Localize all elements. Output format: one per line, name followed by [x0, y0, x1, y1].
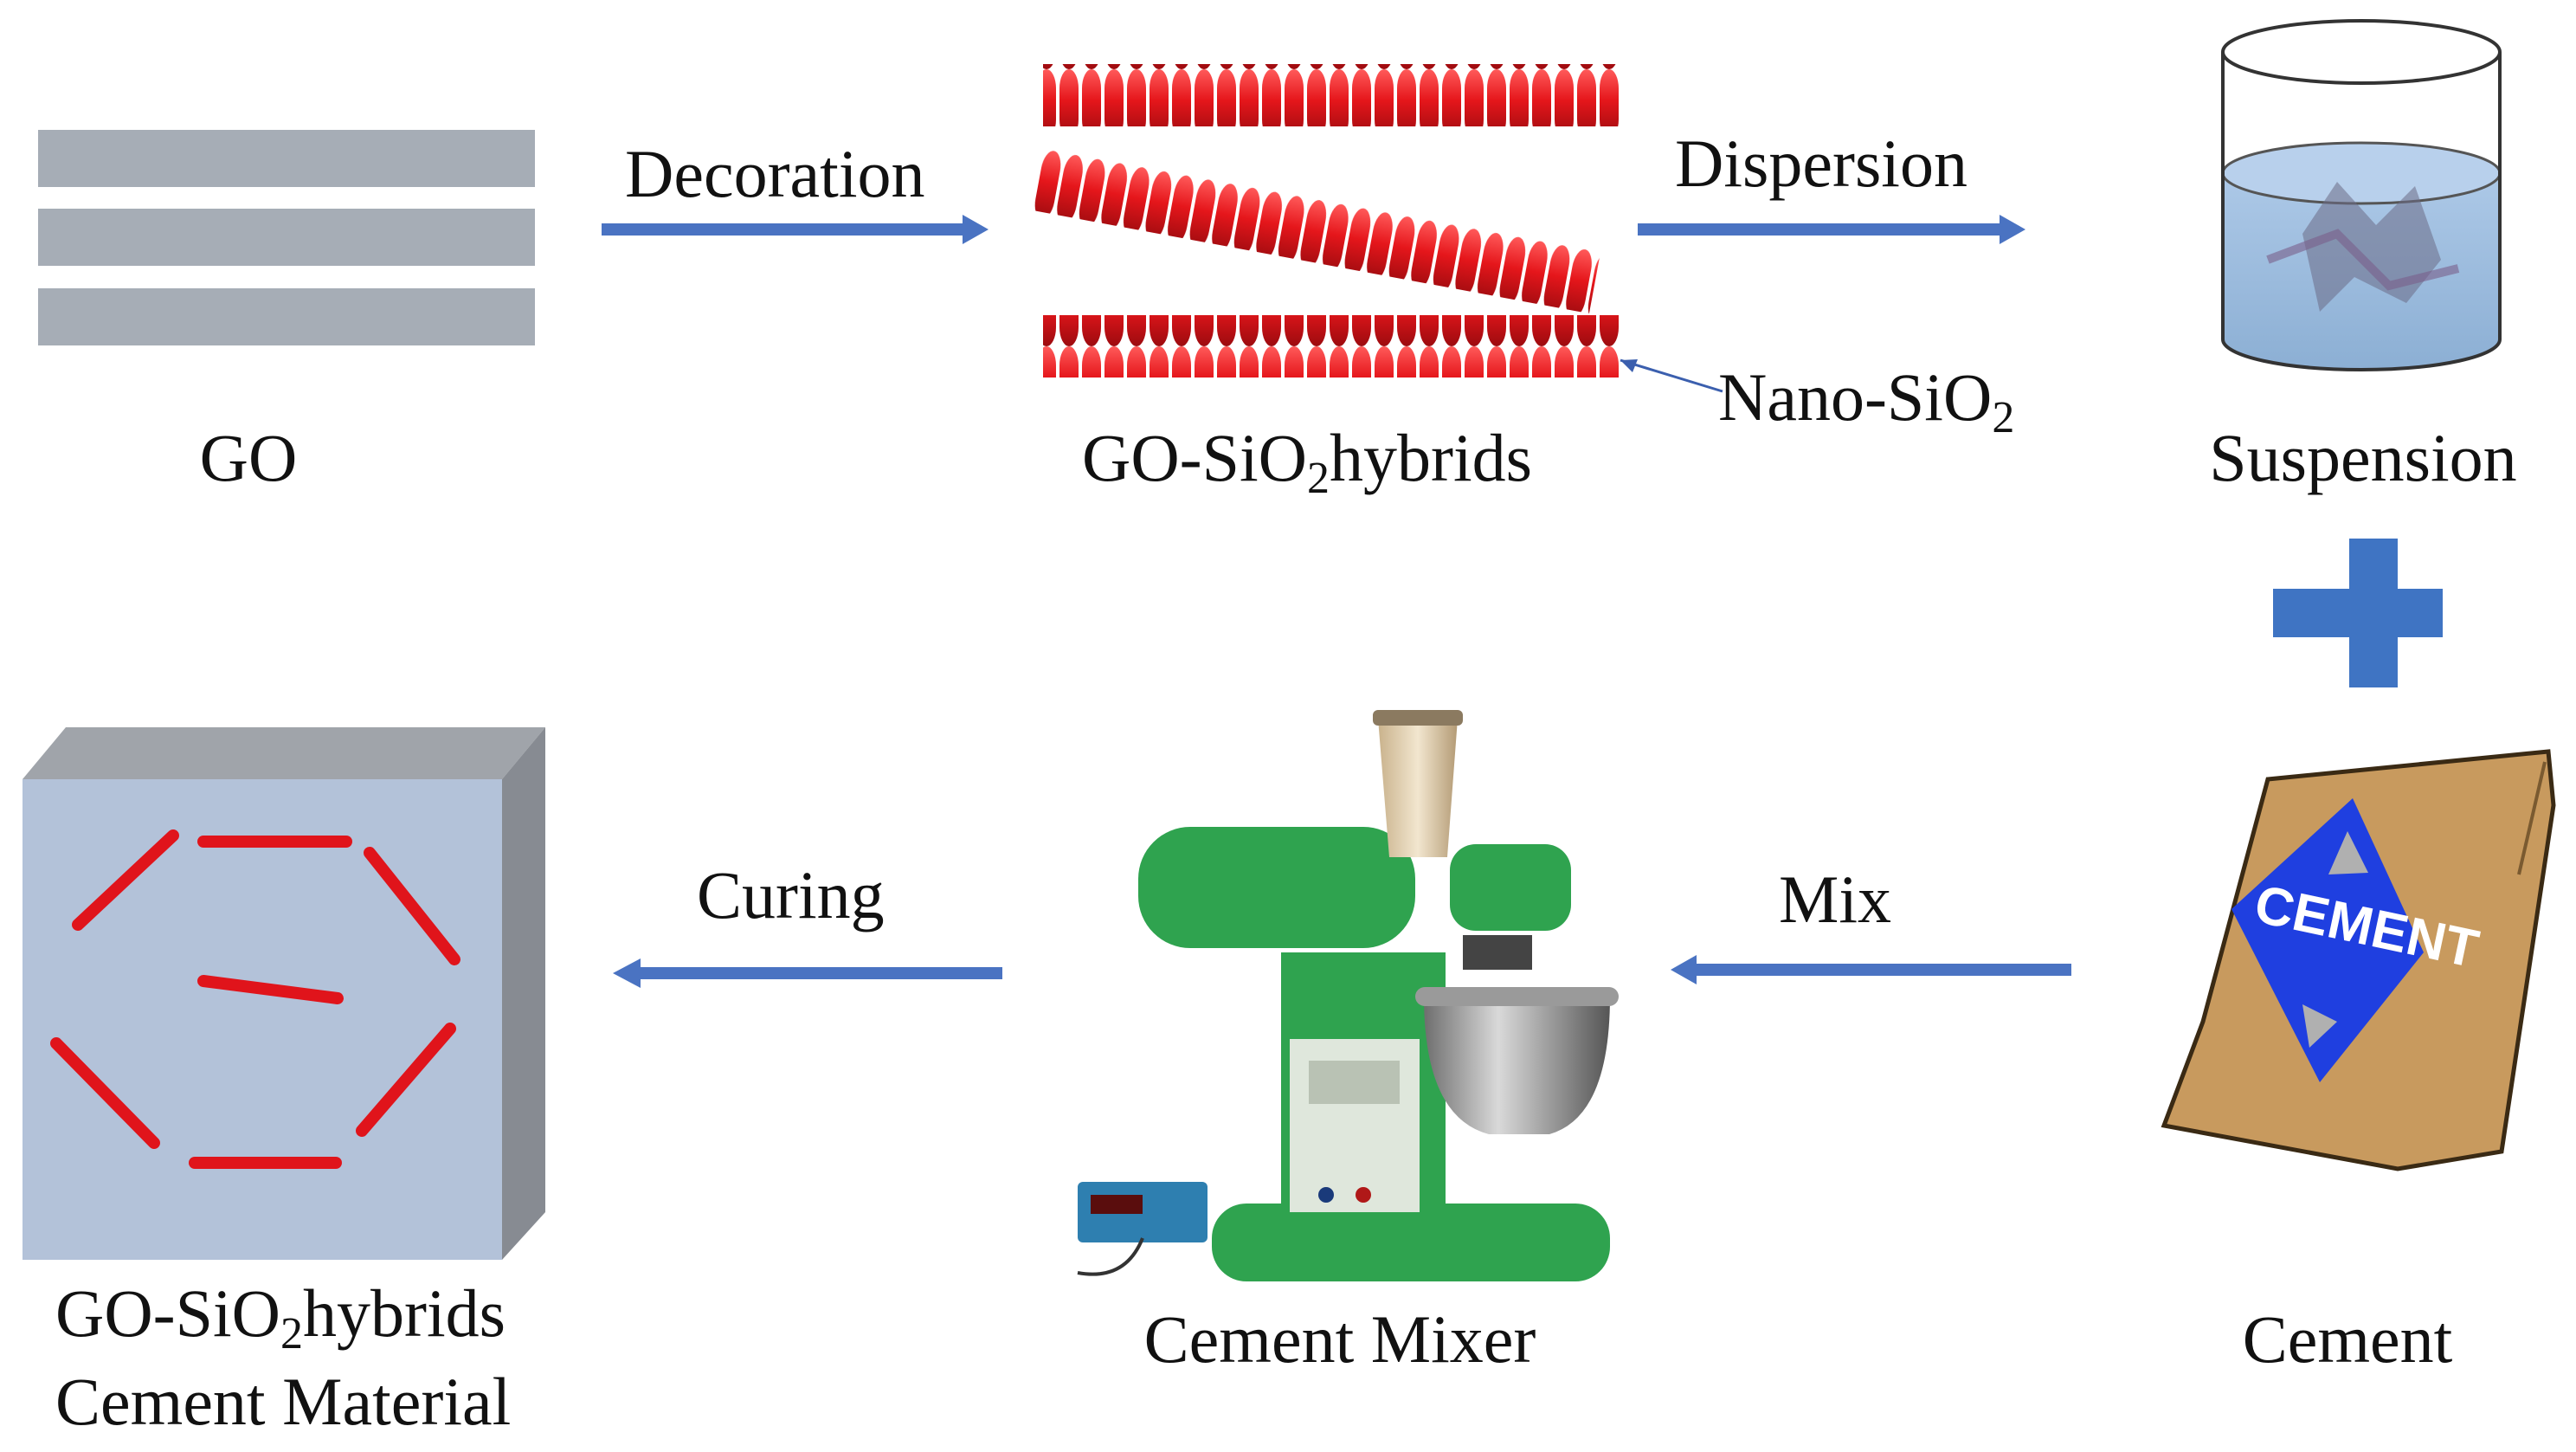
- cement-mixer-label: Cement Mixer: [1143, 1301, 1536, 1377]
- go-sio2-hybrid-icon: [1031, 64, 1619, 378]
- nano-sio2-label: Nano-SiO2: [1718, 364, 2014, 441]
- go-sheets-icon: [38, 130, 535, 345]
- suspension-label: Suspension: [2209, 420, 2517, 495]
- rod: [197, 975, 344, 1004]
- suspension-beaker-icon: [2221, 19, 2502, 371]
- rod: [356, 1023, 456, 1137]
- rod: [50, 1037, 160, 1149]
- cement-bag-icon: CEMENT: [2161, 749, 2556, 1171]
- material-label-sub: 2: [280, 1309, 304, 1358]
- nano-sio2-label-sub: 2: [1992, 393, 2015, 442]
- cement-mixer-icon: [1077, 710, 1619, 1281]
- hybrids-label-sub: 2: [1307, 454, 1330, 503]
- plus-icon: [2273, 539, 2443, 687]
- hybrids-label: GO-SiO2hybrids: [1082, 424, 1532, 501]
- hybrids-label-suffix: hybrids: [1330, 420, 1533, 495]
- material-label-suffix: hybrids: [303, 1275, 506, 1351]
- material-label-line2: Cement Material: [55, 1364, 512, 1439]
- rod: [72, 829, 179, 931]
- arrow-curing: [613, 958, 1002, 988]
- rod: [364, 847, 460, 965]
- nano-sio2-label-prefix: Nano-SiO: [1718, 359, 1993, 435]
- step-decoration-label: Decoration: [625, 136, 925, 211]
- nano-sio2-pointer: [1620, 358, 1723, 393]
- hybrids-label-prefix: GO-SiO: [1081, 420, 1308, 495]
- arrow-mix: [1671, 955, 2071, 984]
- arrow-decoration: [602, 215, 989, 244]
- material-label-prefix: GO-SiO: [55, 1275, 281, 1351]
- material-label-line1: GO-SiO2hybrids: [55, 1280, 506, 1357]
- go-label: GO: [199, 420, 298, 495]
- arrow-dispersion: [1638, 215, 2025, 244]
- material-cube-icon: [23, 727, 545, 1260]
- step-curing-label: Curing: [697, 857, 885, 933]
- cement-label: Cement: [2242, 1301, 2453, 1377]
- step-mix-label: Mix: [1779, 862, 1892, 937]
- step-dispersion-label: Dispersion: [1675, 126, 1967, 201]
